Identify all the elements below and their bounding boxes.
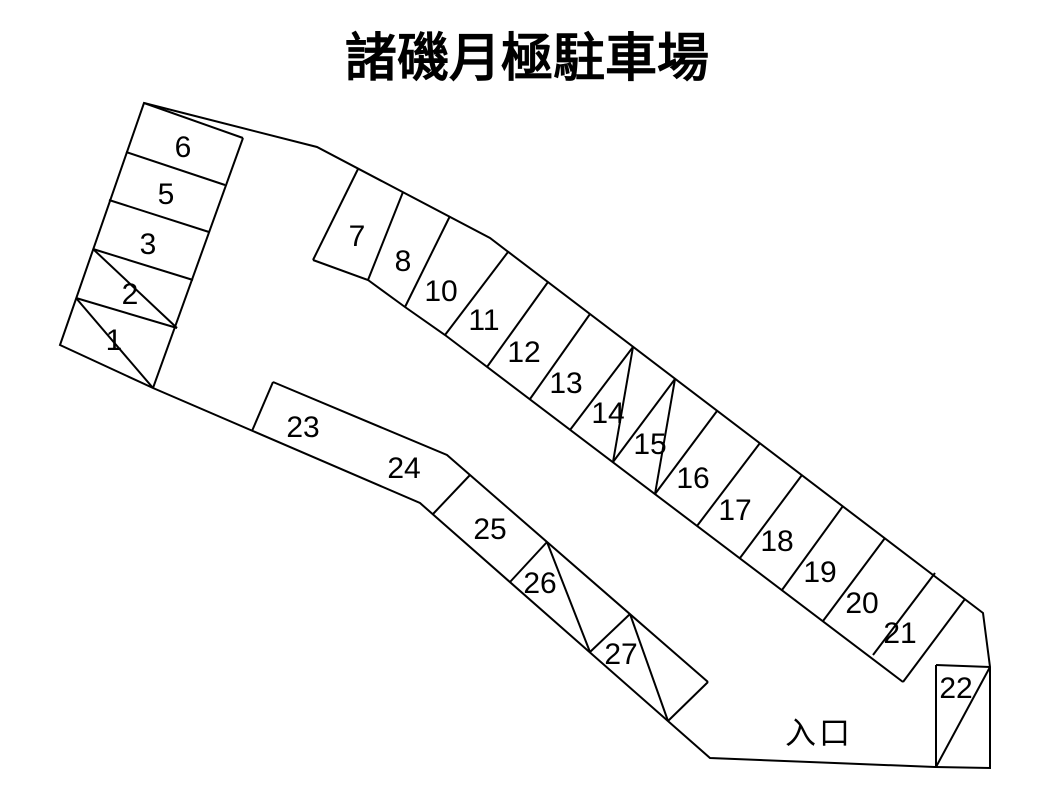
stall-label-11: 11: [468, 304, 499, 337]
divider-15-16: [654, 410, 718, 495]
stall-label-25: 25: [473, 513, 506, 546]
stall-label-24: 24: [387, 452, 420, 485]
stall-label-20: 20: [845, 587, 878, 620]
divider-20-21: [872, 572, 936, 656]
stall-label-16: 16: [676, 462, 709, 495]
stall-22-box: [935, 664, 991, 768]
stall-label-18: 18: [760, 525, 793, 558]
stall-22-top-edge: [935, 664, 991, 668]
divider-2-1: [75, 297, 178, 329]
band-b-left-edge: [312, 168, 359, 261]
stall-labels: 1235678101112131415161718192021222324252…: [106, 131, 973, 705]
stall-label-6: 6: [175, 131, 192, 164]
divider-6-5: [125, 151, 226, 186]
stall-label-2: 2: [122, 278, 139, 311]
divider-11-12: [486, 281, 549, 368]
divider-7-8: [367, 191, 404, 281]
divider-14-15: [612, 378, 676, 463]
divider-13-14: [569, 346, 634, 431]
stall-label-23: 23: [286, 411, 319, 444]
divider-12-13: [529, 313, 591, 400]
mark-stall-2: [92, 248, 178, 329]
stall-label-1: 1: [106, 324, 123, 357]
divider-24-25: [432, 474, 471, 515]
stall-label-22: 22: [939, 672, 972, 705]
stall-label-7: 7: [349, 220, 366, 253]
divider-10-11: [444, 251, 509, 336]
stall-label-5: 5: [158, 178, 175, 211]
block-a-top-edge: [143, 102, 244, 139]
entrance-label: 入口: [785, 716, 853, 751]
divider-18-19: [781, 505, 844, 591]
band-stalls-7-21: [312, 168, 966, 683]
stall-label-8: 8: [395, 245, 412, 278]
lot-boundary: [58, 101, 991, 770]
mark-stall-22: [935, 666, 991, 768]
divider-17-18: [739, 474, 803, 559]
stall-label-26: 26: [523, 567, 556, 600]
stall-label-3: 3: [140, 228, 157, 261]
stall-label-17: 17: [718, 494, 751, 527]
band-c-top-edge: [272, 381, 709, 683]
mark-stall-26: [546, 541, 591, 653]
band-c-left-edge: [251, 381, 274, 432]
stall-label-12: 12: [507, 336, 540, 369]
divider-25-26: [509, 541, 548, 583]
divider-3-2: [92, 248, 194, 281]
mark-stall-27: [629, 613, 669, 722]
mark-stall-14: [612, 346, 634, 463]
divider-5-3: [108, 199, 210, 233]
band-b-end-edge: [902, 598, 966, 683]
stall-label-15: 15: [633, 428, 666, 461]
band-stalls-23-27: [251, 381, 709, 722]
divider-16-17: [696, 442, 761, 527]
divider-8-10: [404, 215, 451, 308]
mark-stall-15: [654, 378, 676, 495]
band-c-end-edge: [667, 681, 709, 722]
stall-label-21: 21: [883, 617, 916, 650]
divider-19-20: [822, 537, 886, 622]
block-a-right-edge: [152, 137, 244, 389]
mark-stall-1: [75, 297, 154, 389]
stall-label-13: 13: [549, 367, 582, 400]
divider-26-27: [589, 613, 631, 653]
page-title: 諸磯月極駐車場: [345, 30, 709, 88]
stall-label-10: 10: [424, 275, 457, 308]
block-stalls-1-6: [75, 102, 244, 389]
stall-label-14: 14: [591, 397, 624, 430]
stall-label-27: 27: [604, 638, 637, 671]
stall-label-19: 19: [803, 556, 836, 589]
